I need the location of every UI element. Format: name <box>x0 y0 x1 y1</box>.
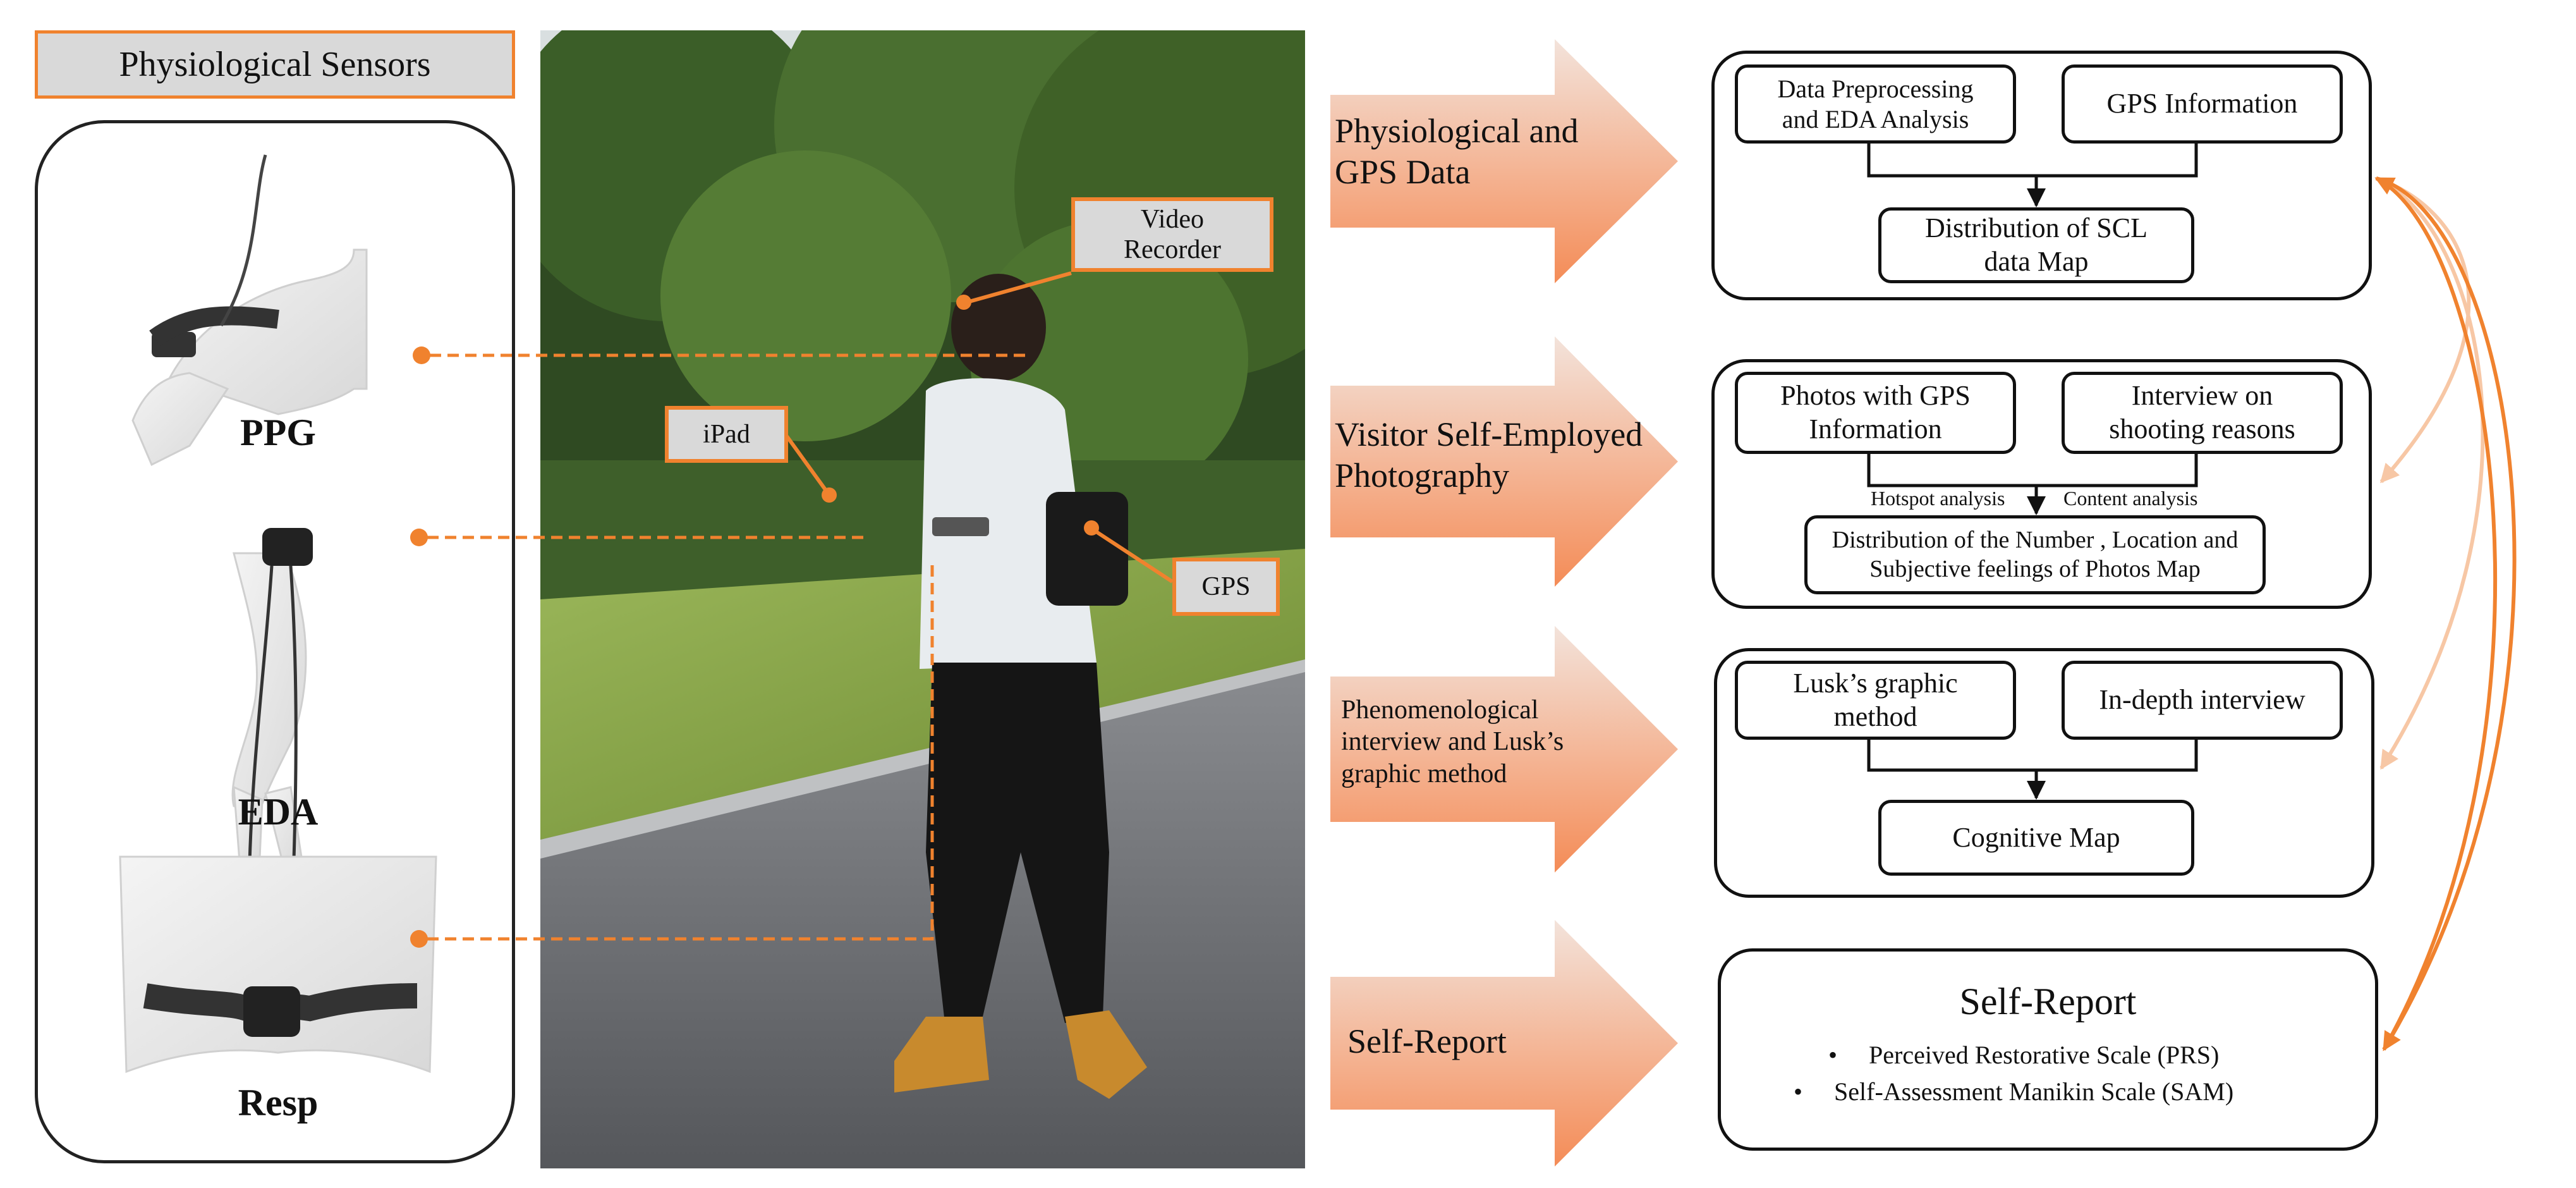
sensor-label-eda: EDA <box>238 791 319 833</box>
feedback-arrow-return <box>2374 176 2497 1051</box>
box-data-preprocessing: Data Preprocessing and EDA Analysis <box>1735 64 2016 144</box>
video-recorder-dot <box>956 295 971 310</box>
resp-dashed-line <box>427 560 934 941</box>
arrow-3 <box>1330 626 1678 873</box>
arrow-3-label: Phenomenological interview and Lusk’s gr… <box>1341 695 1564 788</box>
arrow-2-label: Visitor Self-Employed Photography <box>1335 415 1643 494</box>
box-gps-information: GPS Information <box>2062 64 2343 144</box>
ppg-sensor-illustration <box>119 154 437 1074</box>
box-interview-reasons: Interview on shooting reasons <box>2062 372 2343 454</box>
feedback-arrow-cognitive <box>2375 176 2485 770</box>
ipad-callout-leader <box>785 435 830 494</box>
g1-merge-line <box>1867 144 2198 178</box>
callout-gps-text: GPS <box>1201 572 1251 601</box>
self-report-bullet-1-text: Perceived Restorative Scale (PRS) <box>1869 1041 2220 1069</box>
field-photo <box>540 30 1305 1168</box>
sensor-panel-title-text: Physiological Sensors <box>119 45 431 84</box>
note-hotspot-analysis: Hotspot analysis <box>1871 487 2005 510</box>
eda-dot <box>410 529 428 546</box>
arrow-4 <box>1330 920 1678 1167</box>
sensor-panel: PPG EDA Resp <box>35 120 515 1163</box>
arrow-1 <box>1330 39 1678 283</box>
bullet-marker: • <box>1828 1041 1869 1069</box>
callout-video-recorder: Video Recorder <box>1071 197 1273 272</box>
arrow-2 <box>1330 336 1678 587</box>
arrow-4-label: Self-Report <box>1347 1022 1507 1060</box>
callout-gps: GPS <box>1172 558 1280 616</box>
gps-callout-leader <box>1092 528 1174 584</box>
video-callout-leader <box>966 271 1072 304</box>
callout-ipad-text: iPad <box>703 419 750 449</box>
self-report-bullet-2: • Self-Assessment Manikin Scale (SAM) <box>1794 1077 2233 1106</box>
self-report-bullet-2-text: Self-Assessment Manikin Scale (SAM) <box>1834 1077 2234 1106</box>
box-cognitive-map: Cognitive Map <box>1878 800 2194 876</box>
box-photos-map: Distribution of the Number , Location an… <box>1804 515 2266 594</box>
g3-merge-line <box>1867 740 2198 772</box>
box-photos-gps: Photos with GPS Information <box>1735 372 2016 454</box>
note-content-analysis: Content analysis <box>2063 487 2198 510</box>
box-scl-map: Distribution of SCL data Map <box>1878 207 2194 283</box>
g2-merge-line <box>1867 454 2198 487</box>
self-report-title: Self-Report <box>1959 981 2137 1022</box>
feedback-arrow-self-report <box>2376 176 2517 1051</box>
field-photo-illustration <box>540 30 1305 1168</box>
box-lusk-method: Lusk’s graphic method <box>1735 661 2016 740</box>
sensor-label-resp: Resp <box>238 1082 319 1124</box>
sensor-label-ppg: PPG <box>240 412 316 453</box>
resp-dot <box>410 930 428 948</box>
self-report-bullet-1: • Perceived Restorative Scale (PRS) <box>1828 1040 2219 1070</box>
arrow-1-label: Physiological and GPS Data <box>1335 112 1579 191</box>
gps-dot <box>1084 520 1099 536</box>
process-group-self-report: Self-Report • Perceived Restorative Scal… <box>1718 948 2378 1151</box>
bullet-marker: • <box>1794 1077 1835 1106</box>
box-in-depth-interview: In-depth interview <box>2062 661 2343 740</box>
callout-ipad: iPad <box>665 406 788 463</box>
ppg-dot <box>413 346 430 364</box>
callout-video-recorder-text: Video Recorder <box>1124 204 1221 264</box>
ipad-dot <box>822 487 837 503</box>
sensor-panel-title: Physiological Sensors <box>35 30 515 99</box>
